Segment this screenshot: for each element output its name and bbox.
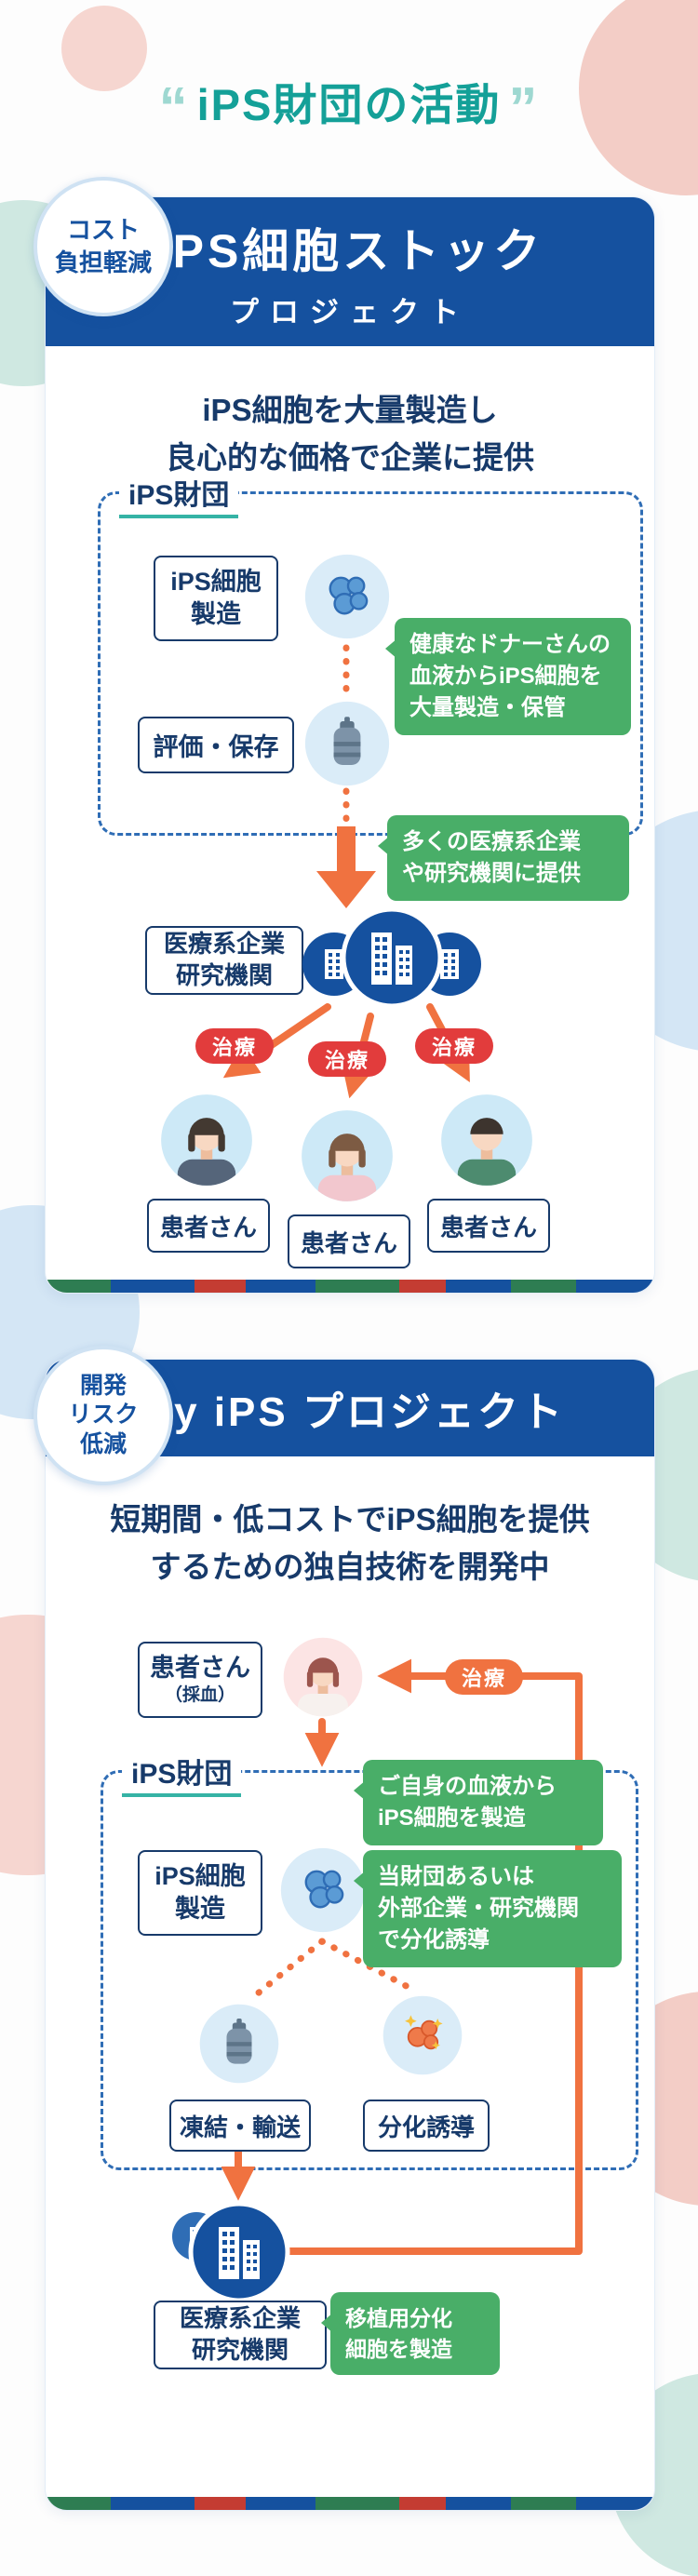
treatment-badge: 治療 <box>445 1659 523 1695</box>
foundation-label: iPS財団 <box>119 472 239 518</box>
own-blood-callout-text: ご自身の血液から iPS細胞を製造 <box>378 1774 557 1831</box>
patient-avatar <box>281 1635 365 1719</box>
provide-callout-text: 多くの医療系企業 や研究機関に提供 <box>402 829 581 887</box>
treatment-badge: 治療 <box>415 1028 493 1064</box>
patient-label-box: 患者さん <box>288 1214 410 1268</box>
treatment-badge: 治療 <box>308 1041 386 1077</box>
patient-avatar <box>299 1107 396 1204</box>
callout-pointer <box>368 836 390 856</box>
callout-pointer <box>311 2313 333 2333</box>
callout-pointer <box>375 638 397 659</box>
cost-reduction-badge: コスト 負担軽減 <box>34 177 173 316</box>
my-ips-project-description: 短期間・低コストでiPS細胞を提供 するための独自技術を開発中 <box>110 1502 590 1585</box>
donor-callout: 健康なドナーさんの 血液からiPS細胞を 大量製造・保管 <box>385 618 631 736</box>
buildings-icon <box>289 906 494 1009</box>
cryo-tank-icon <box>197 2002 281 2086</box>
ips-cell-cluster-icon <box>302 552 392 641</box>
patient-avatar <box>438 1092 535 1188</box>
patient-label-box: 患者さん <box>427 1199 550 1253</box>
own-blood-callout: ご自身の血液から iPS細胞を製造 <box>354 1760 603 1846</box>
patient-label: 患者さん <box>150 1654 250 1683</box>
organizations-box: 医療系企業 研究機関 <box>154 2301 327 2369</box>
donor-callout-text: 健康なドナーさんの 血液からiPS細胞を 大量製造・保管 <box>409 632 611 721</box>
callout-pointer <box>343 1871 366 1891</box>
bottom-stripe <box>46 1280 654 1293</box>
patient-label-box: 患者さん <box>147 1199 270 1253</box>
patient-avatar <box>158 1092 255 1188</box>
freeze-transport-step-box: 凍結・輸送 <box>169 2100 311 2152</box>
callout-pointer <box>343 1780 366 1801</box>
evaluate-store-step-box: 評価・保存 <box>138 717 294 773</box>
bottom-stripe <box>46 2497 654 2510</box>
induction-callout: 当財団あるいは 外部企業・研究機関 で分化誘導 <box>354 1850 622 1968</box>
open-quote-icon: “ <box>158 76 190 141</box>
risk-reduction-badge: 開発 リスク 低減 <box>34 1346 173 1485</box>
manufacture-step-box: iPS細胞 製造 <box>138 1850 262 1936</box>
treatment-badge: 治療 <box>195 1028 274 1064</box>
induction-step-box: 分化誘導 <box>363 2100 490 2152</box>
decorative-circle <box>61 6 147 91</box>
stock-project-description: iPS細胞を大量製造し 良心的な価格で企業に提供 <box>166 393 534 476</box>
induction-callout-text: 当財団あるいは 外部企業・研究機関 で分化誘導 <box>378 1864 579 1953</box>
close-quote-icon: ” <box>508 76 540 141</box>
my-ips-project-card: my iPS プロジェクト 短期間・低コストでiPS細胞を提供 するための独自技… <box>45 1359 655 2511</box>
buildings-icon <box>165 2201 314 2303</box>
blood-draw-label: （採血） <box>164 1685 235 1705</box>
page-title-text: iPS財団の活動 <box>196 80 502 129</box>
stock-project-title: iPS細胞ストック <box>155 224 544 277</box>
stock-project-card: iPS細胞ストック プロジェクト iPS細胞を大量製造し 良心的な価格で企業に提… <box>45 196 655 1294</box>
provide-callout: 多くの医療系企業 や研究機関に提供 <box>378 815 629 902</box>
my-ips-project-title: my iPS プロジェクト <box>135 1389 565 1435</box>
foundation-label: iPS財団 <box>122 1751 242 1797</box>
differentiation-cells-icon <box>381 1993 464 2077</box>
patient-blood-step-box: 患者さん （採血） <box>138 1642 262 1718</box>
page-title: “iPS財団の活動” <box>0 69 698 138</box>
transplant-callout: 移植用分化 細胞を製造 <box>321 2292 500 2376</box>
manufacture-step-box: iPS細胞 製造 <box>154 556 278 641</box>
organizations-box: 医療系企業 研究機関 <box>145 926 303 995</box>
transplant-callout-text: 移植用分化 細胞を製造 <box>345 2306 452 2361</box>
stock-project-title-line2: プロジェクト <box>230 295 470 329</box>
cryo-tank-icon <box>302 699 392 788</box>
